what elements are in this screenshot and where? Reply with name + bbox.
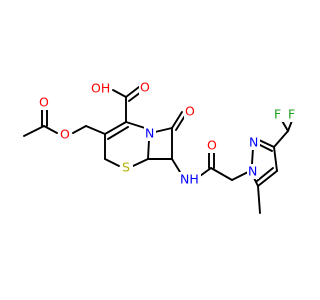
bond-esterO-CH2 — [72, 125, 87, 134]
bond-C4p-C5-double-b — [256, 167, 274, 182]
pyrazole-n1-label: N — [248, 164, 257, 179]
bond-NH-amideC — [199, 167, 212, 177]
bond-C2-N — [125, 121, 146, 129]
bond-C8-O-double-a — [171, 111, 183, 129]
bond-C6-N — [147, 139, 150, 160]
bond-N1-N2 — [251, 147, 254, 165]
pyrazole-n2-label: N — [249, 135, 258, 150]
molecule-diagram: OH O O N S O O NH O N N F F — [23, 79, 298, 214]
lactam-oxygen-label: O — [185, 104, 195, 119]
bond-C7-NH — [171, 158, 181, 173]
fluorine-1-label: F — [274, 107, 281, 122]
acetyl-oxygen-label: O — [39, 95, 49, 110]
bond-COOH-O-double-a — [125, 86, 140, 98]
molecule-canvas: OH O O N S O O NH O N N F F — [23, 79, 298, 214]
amide-oxygen-label: O — [207, 138, 217, 153]
bond-methyl-acetylC — [23, 125, 45, 137]
bond-N2-C3-double-b — [259, 144, 273, 152]
sulfur-label: S — [122, 160, 130, 175]
bond-C3-C2-double-a — [104, 121, 127, 135]
bond-C4p-C5-double-a — [257, 170, 278, 187]
bond-N2-C3-double-a — [258, 139, 275, 148]
bond-amideC-CH2 — [210, 167, 233, 181]
bond-C4-S — [104, 158, 120, 167]
fluorine-2-label: F — [288, 107, 295, 122]
bond-C5-methyl — [257, 185, 261, 214]
bond-acetylC-esterO — [43, 125, 58, 134]
hydroxyl-label: OH — [91, 81, 110, 96]
bond-C3-C2-double-b — [107, 126, 129, 140]
bond-C3-C4p — [273, 146, 278, 172]
amide-nh-label: NH — [180, 172, 199, 187]
ester-oxygen-label: O — [60, 127, 70, 142]
ring-nitrogen-label: N — [145, 126, 154, 141]
bond-CH2-C3 — [85, 125, 106, 135]
atom-label-layer: OH O O N S O O NH O N N F F — [38, 80, 298, 187]
bond-COOH-OH — [112, 89, 127, 98]
bond-S-C6 — [132, 158, 149, 167]
bond-N-C8 — [154, 127, 173, 133]
bond-CH2-pyrazoleN1 — [231, 171, 249, 181]
bond-C3-CHF2 — [273, 130, 289, 148]
acid-oxygen-label: O — [140, 80, 150, 95]
